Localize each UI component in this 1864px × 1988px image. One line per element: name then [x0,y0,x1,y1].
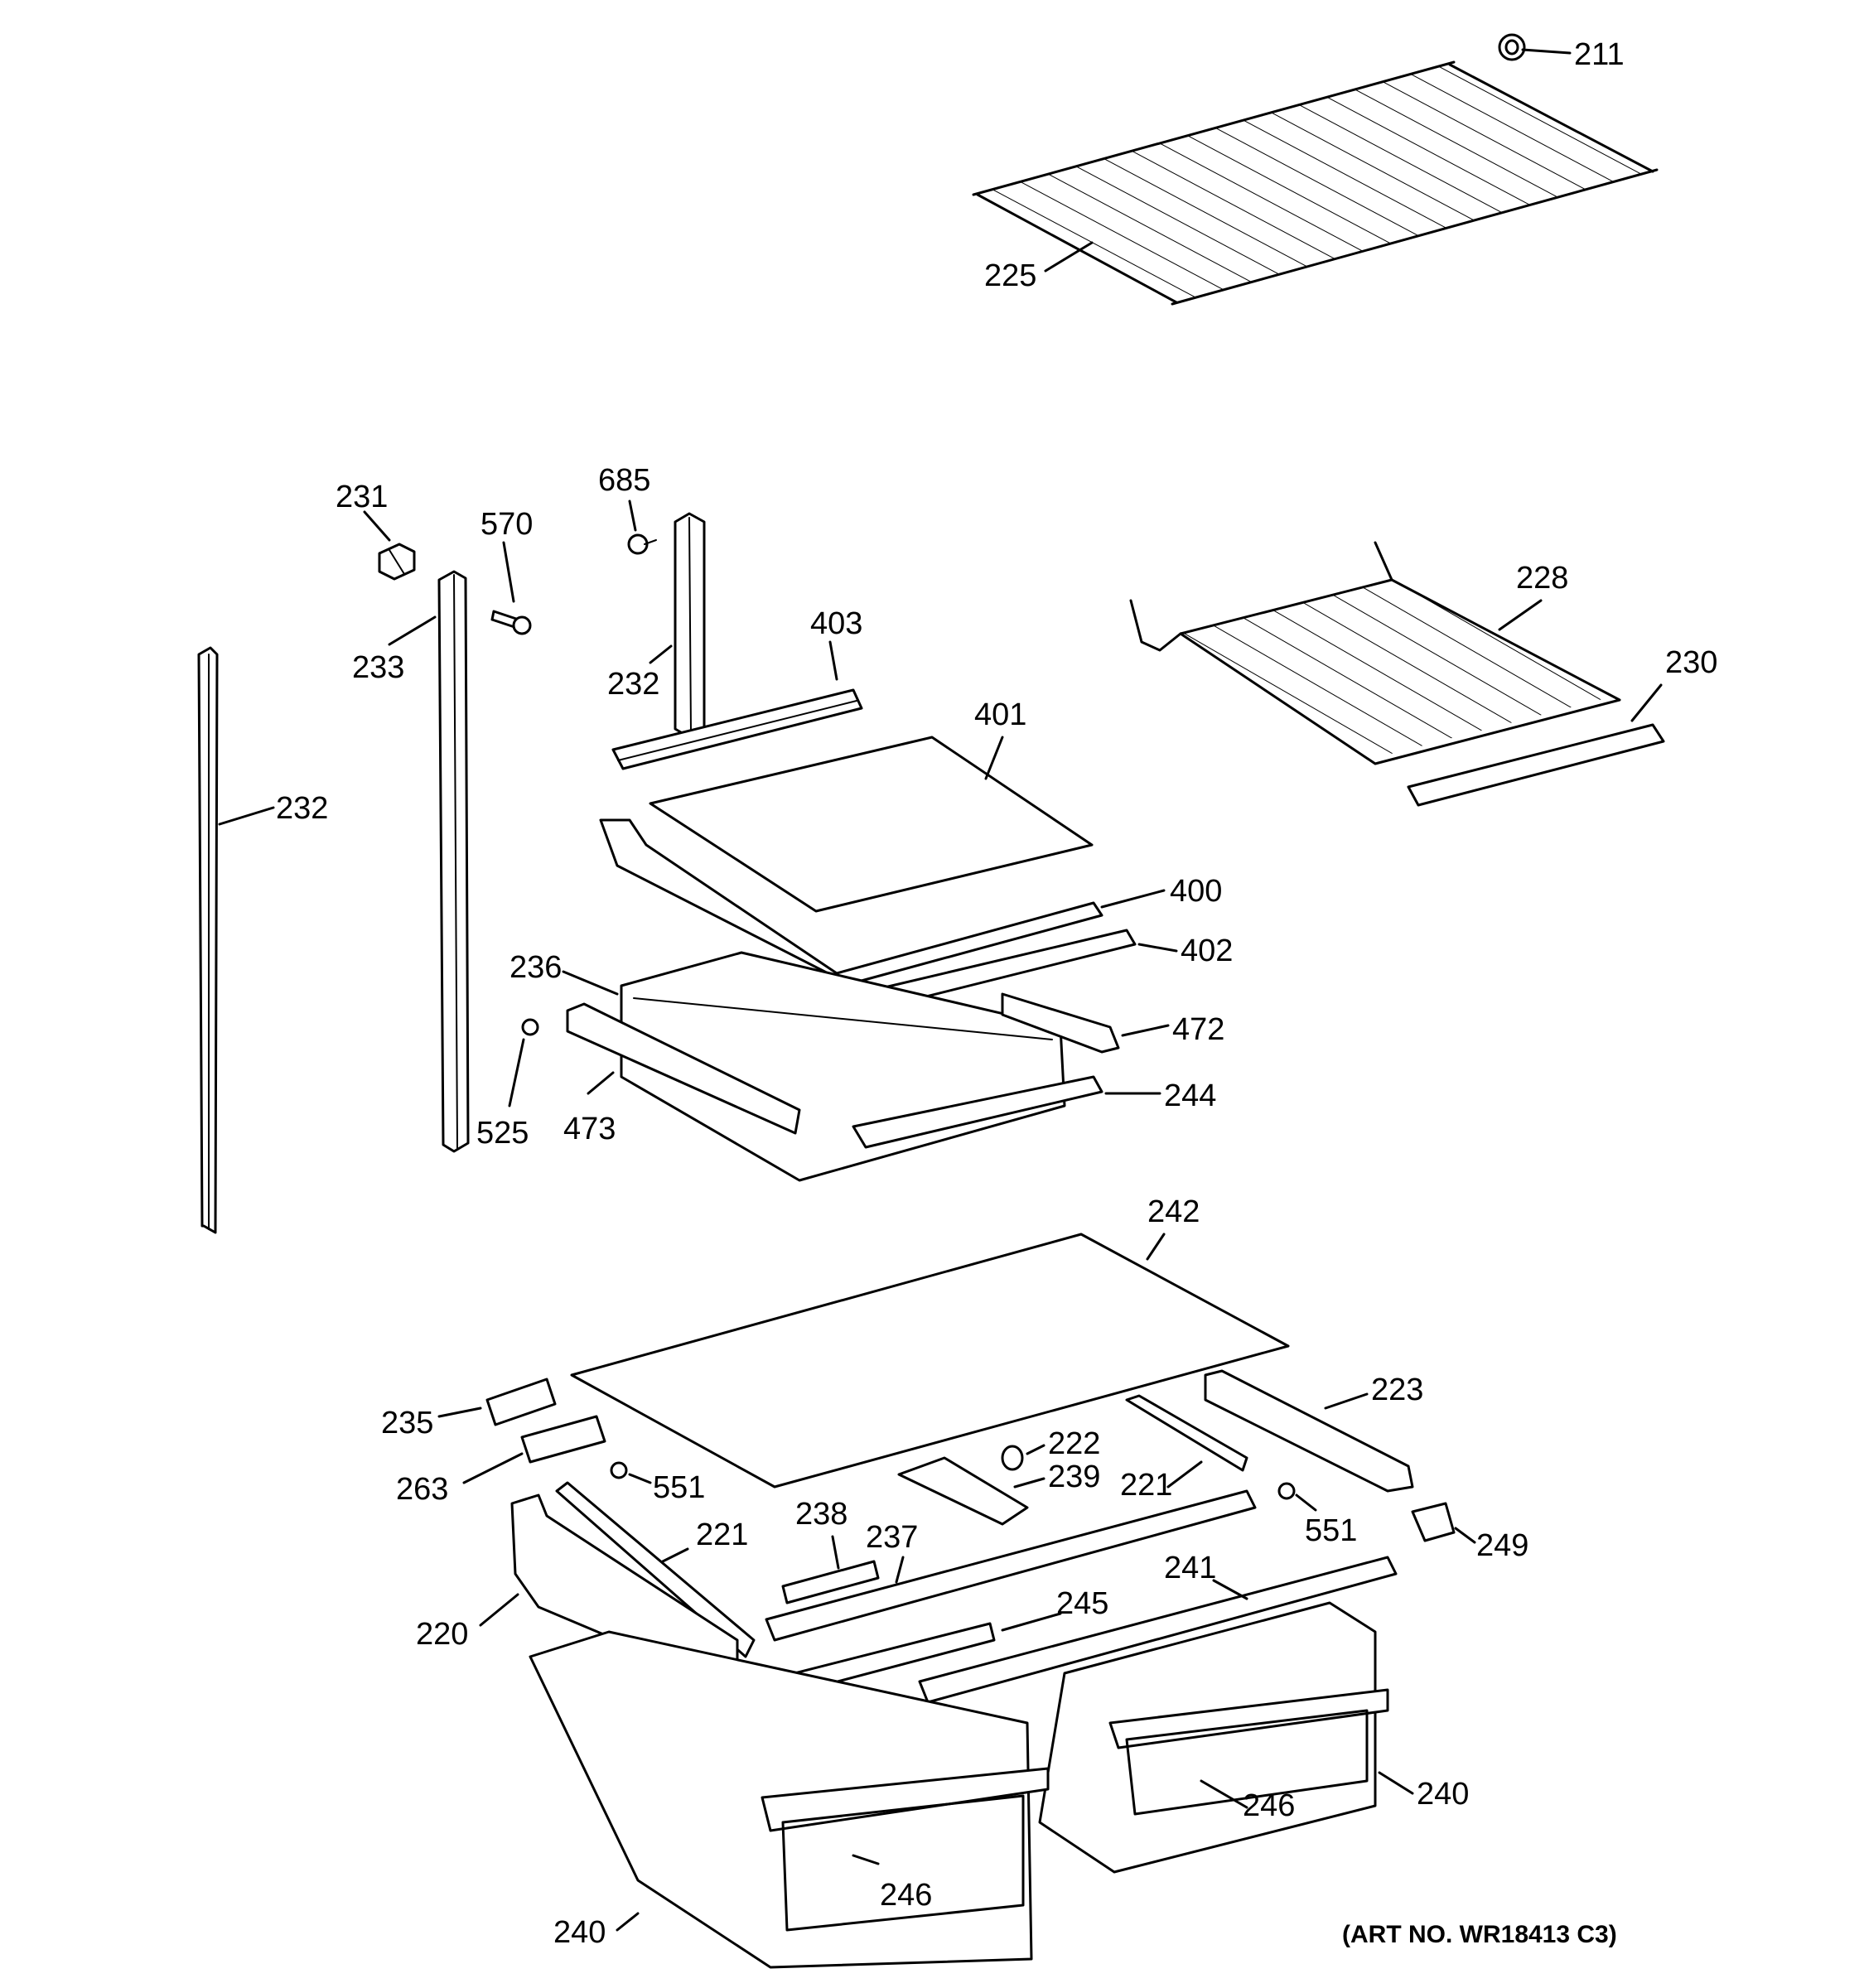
part-239-slide-guide [897,1456,1029,1526]
callout-525: 525 [476,1116,529,1151]
part-570-screw [490,610,532,635]
part-221-rail-right [1125,1394,1248,1472]
callout-570: 570 [480,507,533,542]
callout-223: 223 [1371,1373,1423,1407]
part-246-handle-right [1125,1709,1369,1816]
part-231-clip [378,543,416,581]
callout-403: 403 [810,606,862,641]
callout-233: 233 [352,650,404,685]
part-401-glass-shelf [649,736,1094,913]
part-211-shelf-stop [1498,33,1526,61]
part-472-drawer-slide [1001,992,1120,1054]
part-551-screw-left [610,1461,628,1479]
part-225-wire-shelf [972,60,1659,306]
callout-236: 236 [509,950,562,985]
callout-232-middle: 232 [607,667,659,702]
part-223-slide-rail [1204,1369,1414,1493]
callout-263: 263 [396,1472,448,1507]
callout-220: 220 [416,1617,468,1652]
callout-400: 400 [1170,874,1222,909]
part-249-damper [1411,1502,1456,1542]
part-240-crisper-pan-left [529,1630,1050,1969]
part-246-handle-left [781,1794,1025,1932]
part-400-shelf-frame [599,818,1103,986]
callout-402: 402 [1181,934,1233,968]
part-221-rail-left [555,1481,756,1658]
callout-211: 211 [1574,37,1625,72]
part-235-bracket [485,1378,557,1426]
callout-225: 225 [984,258,1036,293]
callout-473: 473 [563,1112,616,1146]
callout-244: 244 [1164,1078,1216,1113]
part-237-cover-frame-rail [765,1489,1257,1642]
callout-228: 228 [1516,561,1568,596]
callout-242: 242 [1147,1194,1200,1229]
callout-551-left: 551 [653,1470,705,1505]
part-525-screw [521,1018,539,1036]
part-241-trim [918,1556,1398,1704]
part-228-wire-shelf [1129,541,1621,765]
callout-222: 222 [1048,1426,1100,1461]
callout-685: 685 [598,463,650,498]
callout-232-left: 232 [276,791,328,826]
callout-472: 472 [1172,1012,1224,1047]
part-473-drawer-slide [566,1002,801,1135]
part-233-shelf-rail [437,570,470,1153]
part-685-screw [627,533,657,555]
part-232-shelf-rail-middle [674,512,706,739]
callout-245: 245 [1056,1586,1108,1621]
callout-240-right: 240 [1417,1777,1469,1812]
callout-551-right: 551 [1305,1513,1357,1548]
callout-235: 235 [381,1406,433,1440]
callout-238: 238 [795,1497,847,1532]
part-238-label [781,1560,880,1604]
part-242-crisper-cover-glass [570,1233,1290,1489]
leader-lines [218,48,1663,1932]
art-number: (ART NO. WR18413 C3) [1342,1921,1617,1948]
part-403-shelf-trim [611,688,863,770]
part-551-screw-right [1277,1482,1296,1500]
callout-221-left: 221 [696,1518,748,1552]
callout-237: 237 [866,1520,918,1555]
part-222-roller [1001,1445,1024,1471]
callout-231: 231 [336,480,388,514]
callout-239: 239 [1048,1460,1100,1494]
callout-labels: 211 225 231 570 685 233 232 232 403 401 … [276,37,1717,1950]
part-230-shelf-trim [1407,723,1665,807]
part-232-shelf-rail-left [197,646,219,1234]
callout-221-right: 221 [1120,1468,1172,1503]
callout-241: 241 [1164,1551,1216,1585]
callout-249: 249 [1476,1528,1528,1563]
part-244-drawer-trim [852,1075,1103,1149]
callout-246-left: 246 [880,1878,932,1913]
callout-240-left: 240 [553,1915,606,1950]
part-263-bracket [520,1415,606,1464]
callout-246-right: 246 [1243,1788,1295,1823]
callout-230: 230 [1665,645,1717,680]
callout-401: 401 [974,697,1026,732]
